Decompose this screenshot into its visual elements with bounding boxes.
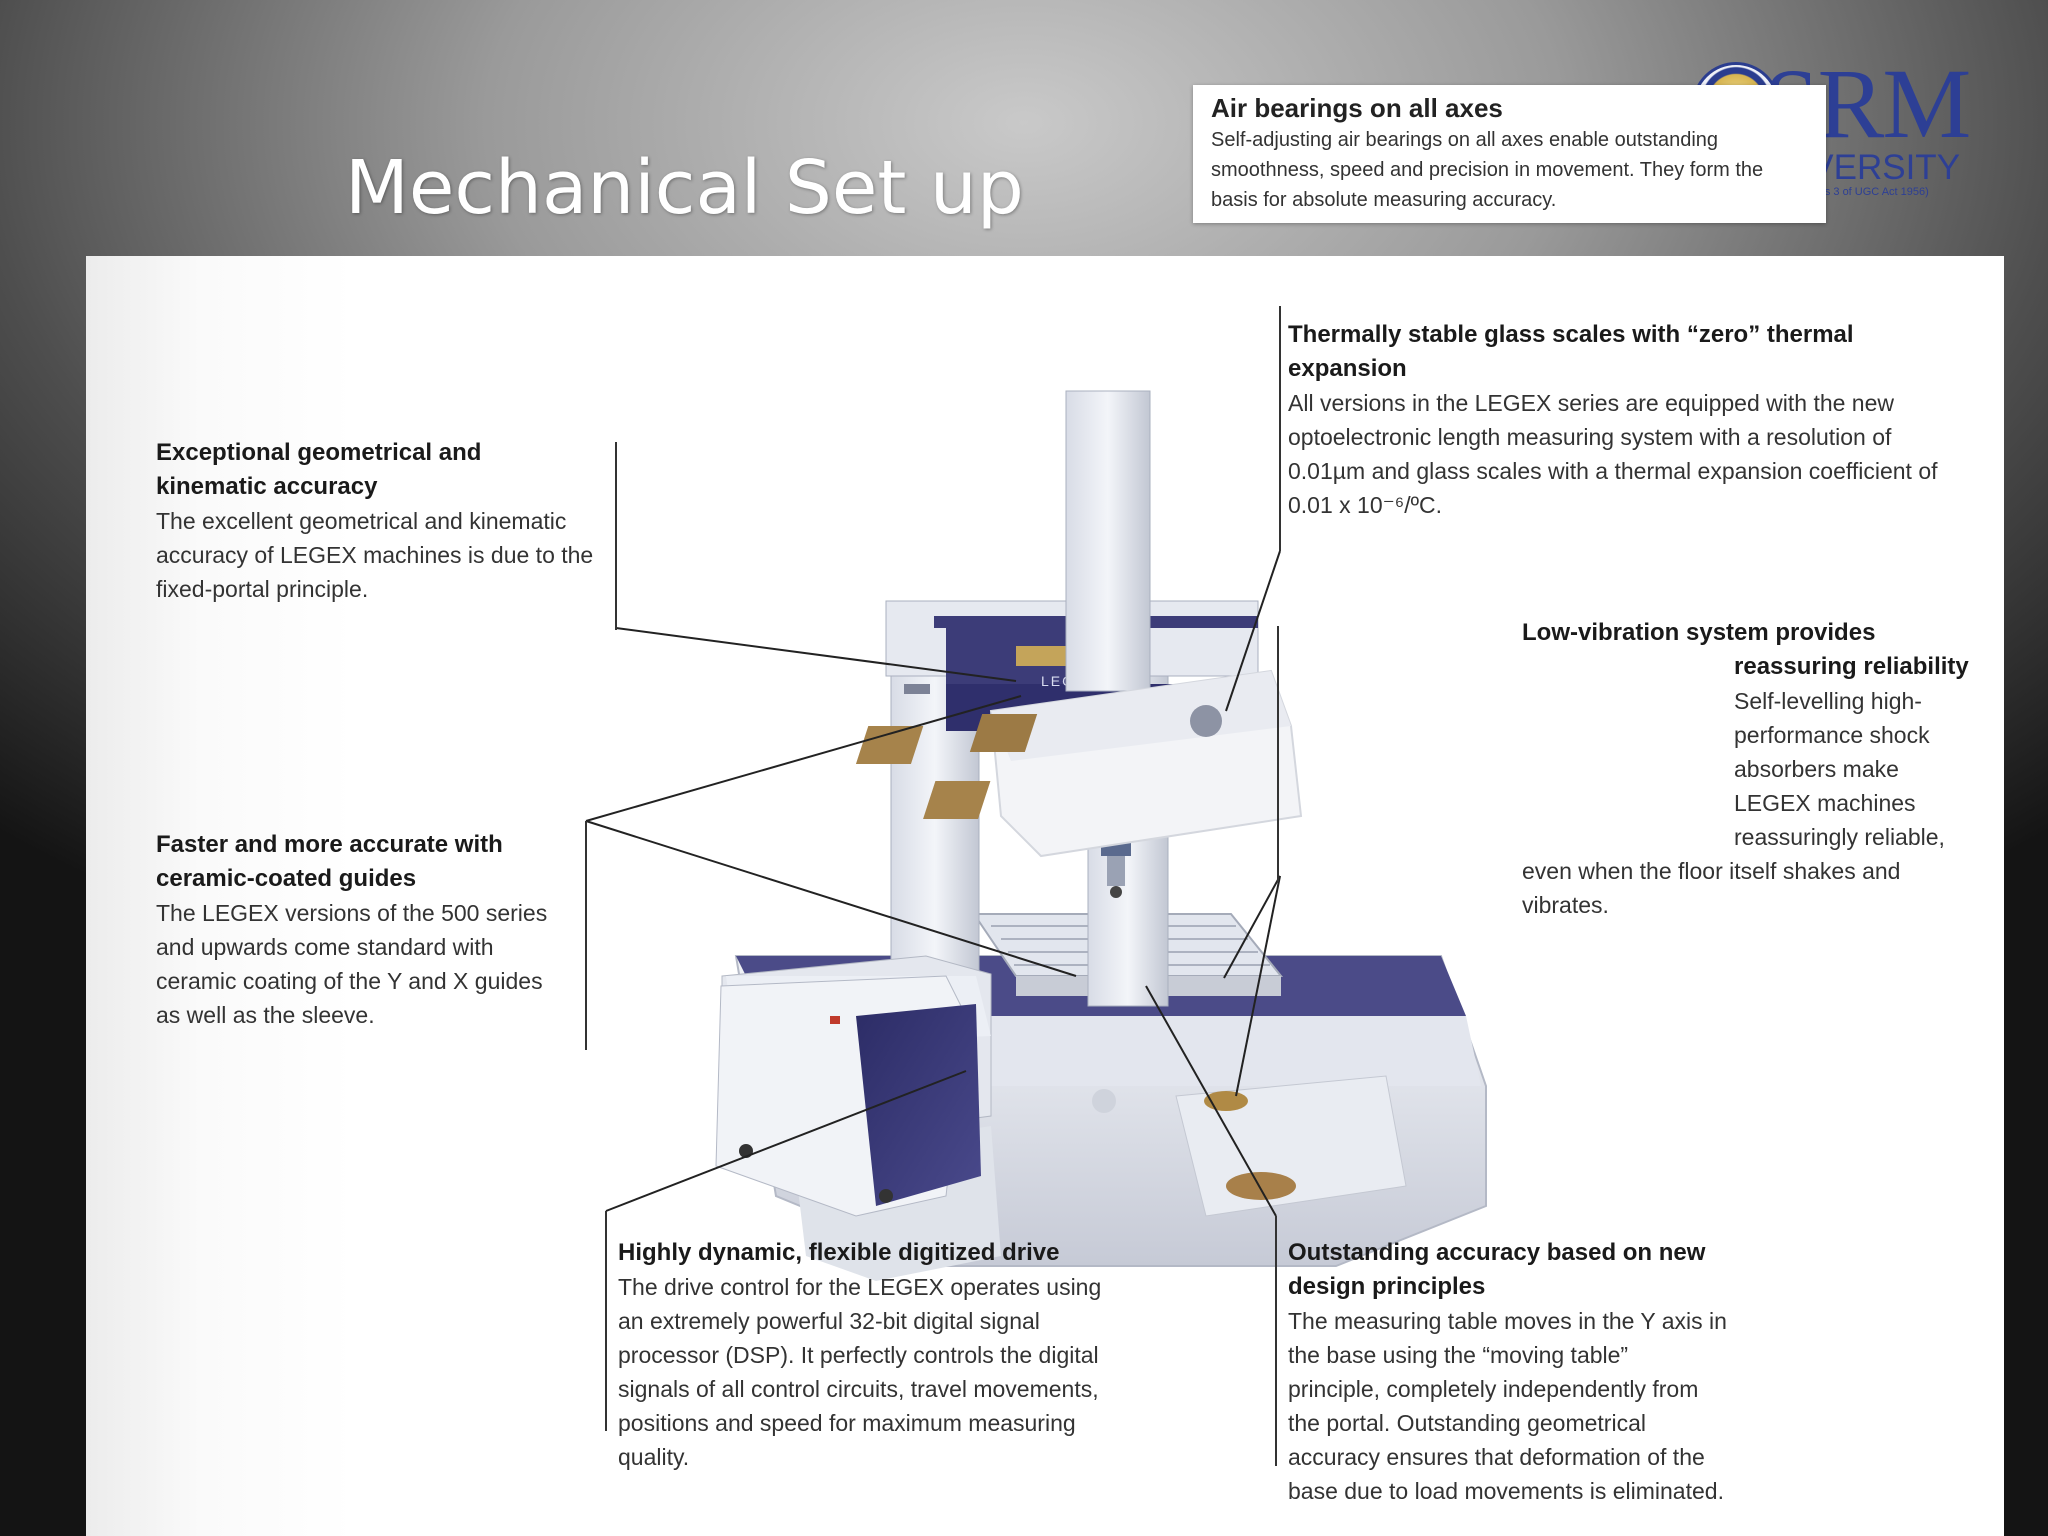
feature-line: accuracy ensures that deformation of the <box>1288 1444 1705 1470</box>
feature-line: quality. <box>618 1444 690 1470</box>
feature-heading: ceramic-coated guides <box>156 865 417 892</box>
feature-line: The drive control for the LEGEX operates… <box>618 1274 1102 1300</box>
shock-absorber-inset <box>855 669 1303 858</box>
feature-line: 0.01 x 10⁻⁶/ºC. <box>1288 492 1443 518</box>
leader-bar <box>1279 306 1281 551</box>
feature-heading: Exceptional geometrical and <box>156 439 482 466</box>
feature-line: even when the floor itself shakes and <box>1522 858 1901 884</box>
feature-line: The measuring table moves in the Y axis … <box>1288 1308 1727 1334</box>
feature-line: an extremely powerful 32-bit digital sig… <box>618 1308 1040 1334</box>
feature-line: All versions in the LEGEX series are equ… <box>1288 390 1894 416</box>
feature-line: The excellent geometrical and kinematic <box>156 508 567 534</box>
feature-geometric-accuracy: Exceptional geometrical and kinematic ac… <box>156 436 616 606</box>
slide-title: Mechanical Set up <box>345 145 1024 231</box>
feature-line: accuracy of LEGEX machines is due to the <box>156 542 594 568</box>
feature-line: the portal. Outstanding geometrical <box>1288 1410 1646 1436</box>
feature-line: as well as the sleeve. <box>156 1002 375 1028</box>
leader-bar <box>1277 626 1279 882</box>
feature-line: optoelectronic length measuring system w… <box>1288 424 1892 450</box>
feature-digitized-drive: Highly dynamic, flexible digitized drive… <box>618 1236 1258 1474</box>
callout-line: smoothness, speed and precision in movem… <box>1211 159 1764 181</box>
callout-heading: Air bearings on all axes <box>1211 93 1503 123</box>
feature-line: 0.01µm and glass scales with a thermal e… <box>1288 458 1938 484</box>
air-bearings-callout: Air bearings on all axes Self-adjusting … <box>1193 85 1826 223</box>
feature-line: performance shock <box>1734 722 1930 748</box>
cmm-machine-illustration: LEGEX <box>585 390 1487 1281</box>
feature-line: and upwards come standard with <box>156 934 494 960</box>
controller-cabinet <box>715 955 1001 1281</box>
feature-line: absorbers make <box>1734 756 1899 782</box>
feature-line: fixed-portal principle. <box>156 576 369 602</box>
leader-lines <box>585 550 1281 1217</box>
feature-line: ceramic coating of the Y and X guides <box>156 968 543 994</box>
feature-glass-scales: Thermally stable glass scales with “zero… <box>1288 318 1988 522</box>
feature-heading: kinematic accuracy <box>156 473 378 500</box>
leader-bar <box>1275 1216 1277 1466</box>
leader-bar <box>605 1211 607 1431</box>
callout-line: Self-adjusting air bearings on all axes … <box>1211 129 1719 151</box>
feature-line: positions and speed for maximum measurin… <box>618 1410 1076 1436</box>
feature-line: signals of all control circuits, travel … <box>618 1376 1099 1402</box>
feature-heading: expansion <box>1288 355 1407 382</box>
feature-heading: Thermally stable glass scales with “zero… <box>1288 321 1854 348</box>
feature-line: The LEGEX versions of the 500 series <box>156 900 548 926</box>
feature-line: base due to load movements is eliminated… <box>1288 1478 1724 1504</box>
feature-heading: Highly dynamic, flexible digitized drive <box>618 1239 1060 1266</box>
logo-fine-print: (u/s 3 of UGC Act 1956) <box>1812 186 1929 198</box>
content-panel: LEGEX <box>86 256 2004 1536</box>
feature-line: processor (DSP). It perfectly controls t… <box>618 1342 1099 1368</box>
feature-line: LEGEX machines <box>1734 790 1916 816</box>
leader-bar <box>615 442 617 630</box>
feature-ceramic-guides: Faster and more accurate with ceramic-co… <box>156 828 576 1032</box>
feature-line: vibrates. <box>1522 892 1609 918</box>
callout-line: basis for absolute measuring accuracy. <box>1211 189 1557 211</box>
feature-heading: Faster and more accurate with <box>156 831 503 858</box>
feature-heading: reassuring reliability <box>1734 653 1969 680</box>
feature-heading: Outstanding accuracy based on new <box>1288 1239 1706 1266</box>
feature-low-vibration: Low-vibration system provides reassuring… <box>1522 616 1992 922</box>
feature-line: principle, completely independently from <box>1288 1376 1699 1402</box>
feature-heading: Low-vibration system provides <box>1522 619 1876 646</box>
leader-bar <box>585 821 587 1050</box>
feature-line: Self-levelling high- <box>1734 688 1922 714</box>
feature-heading: design principles <box>1288 1273 1486 1300</box>
feature-line: the base using the “moving table” <box>1288 1342 1629 1368</box>
feature-line: reassuringly reliable, <box>1734 824 1945 850</box>
feature-design-principles: Outstanding accuracy based on new design… <box>1288 1236 1848 1508</box>
